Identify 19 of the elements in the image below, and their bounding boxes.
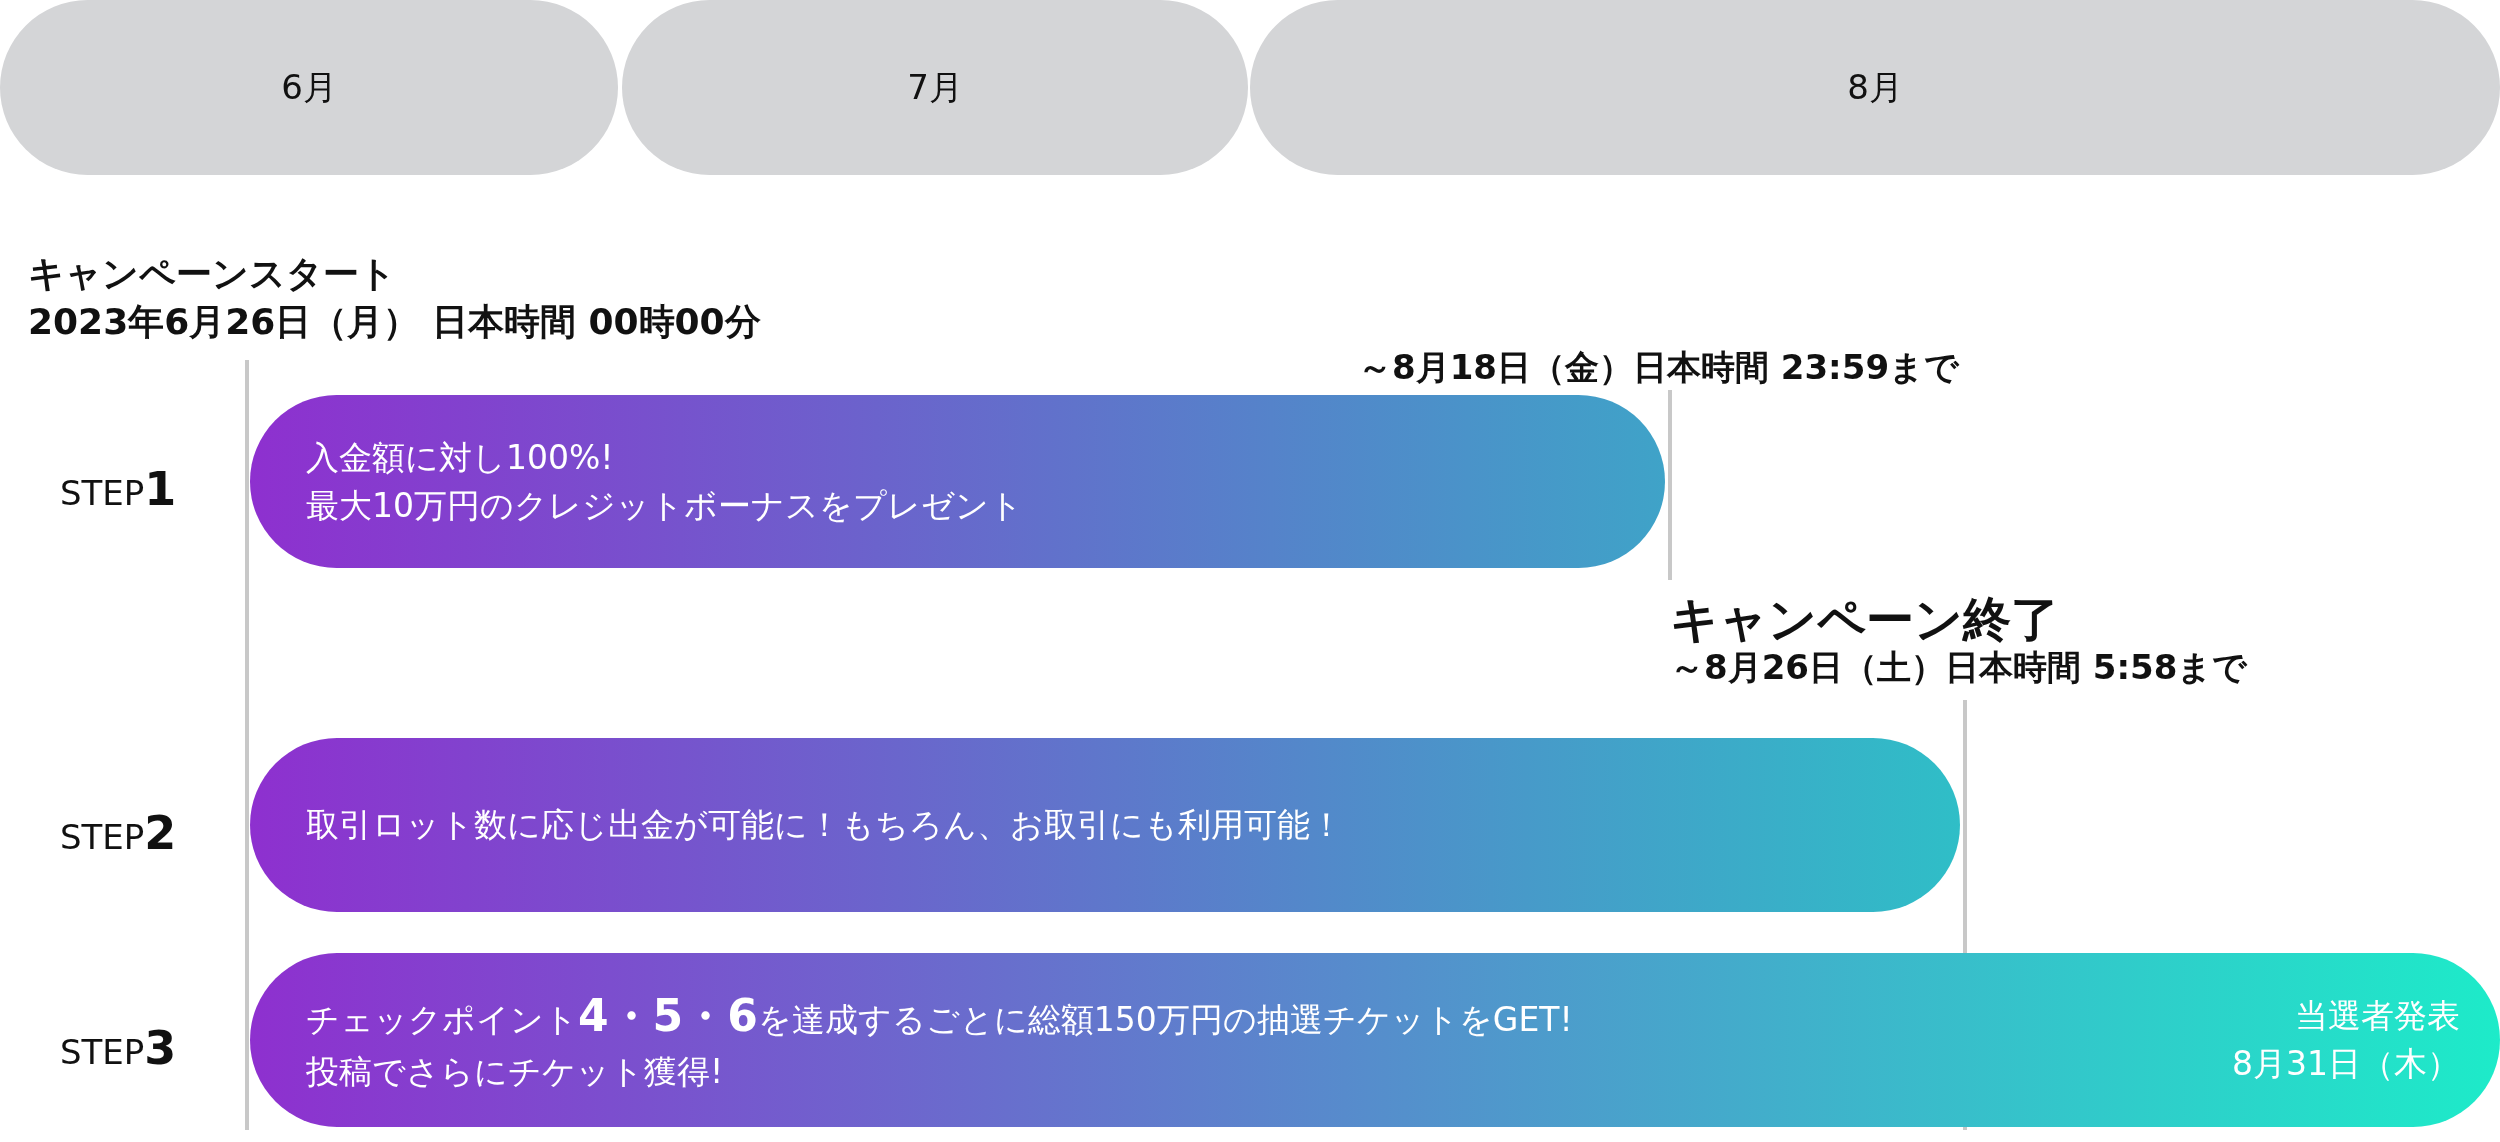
month-header bbox=[0, 0, 618, 175]
end-date-label: ～8月26日（土）日本時間 5:58まで bbox=[1670, 646, 2248, 689]
step-description: 入金額に対し100%! 最大10万円のクレジットボーナスをプレゼント bbox=[306, 436, 1024, 527]
step-label: STEP2 bbox=[60, 806, 177, 860]
step-label: STEP3 bbox=[60, 1021, 177, 1075]
step-label: STEP1 bbox=[60, 462, 177, 516]
month-header bbox=[1250, 0, 2500, 175]
step-bar bbox=[250, 395, 1665, 568]
start-date-label: 2023年6月26日（月） 日本時間 00時00分 bbox=[28, 300, 761, 344]
campaign-end-label: キャンペーン終了 bbox=[1670, 590, 2059, 649]
announcement-text: 当選者発表 8月31日（木） bbox=[2231, 995, 2460, 1085]
campaign-start-label: キャンペーンスタート bbox=[28, 252, 396, 296]
month-label: 7月 bbox=[907, 65, 963, 109]
month-label: 6月 bbox=[281, 65, 337, 109]
deadline-label: ～8月18日（金）日本時間 23:59まで bbox=[1358, 346, 1960, 389]
step-bar bbox=[250, 953, 2500, 1127]
step-bar bbox=[250, 738, 1960, 912]
month-label: 8月 bbox=[1847, 65, 1903, 109]
step-description: 取引ロット数に応じ出金が可能に！もちろん、お取引にも利用可能！ bbox=[306, 804, 1344, 847]
